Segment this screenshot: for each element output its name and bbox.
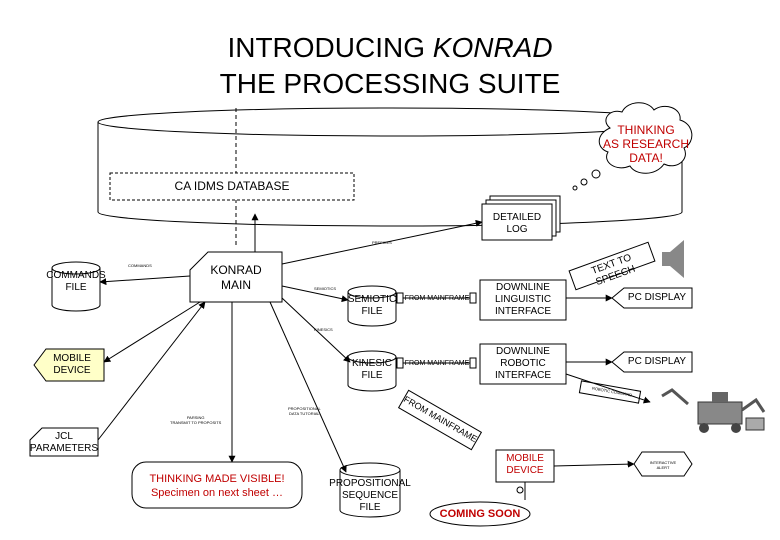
tiny-semiotics: SEMIOTICS: [314, 286, 337, 291]
thinking-visible-label: THINKING MADE VISIBLE!Specimen on next s…: [149, 473, 285, 499]
pc-display-2-label: PC DISPLAY: [627, 356, 687, 367]
coming-soon-ellipse: [429, 501, 531, 527]
kinesic-file-cylinder: [347, 350, 397, 392]
mobile-device-right-box: [495, 449, 555, 483]
database-label: CA IDMS DATABASE: [174, 179, 290, 193]
jcl-card: [29, 427, 99, 457]
from-mainframe-diag-box: [397, 389, 483, 451]
pc-display-2-shape: [611, 351, 693, 373]
pc-display-1-shape: [611, 287, 693, 309]
from-mainframe-2: FROM MAINFRAME: [404, 360, 470, 367]
database-cylinder: [97, 107, 683, 248]
propositional-file-cylinder: [339, 462, 401, 518]
semiotic-file-cylinder: [347, 285, 397, 327]
robot-icon: [661, 388, 766, 433]
thought-cloud: [572, 102, 693, 191]
speaker-icon: [662, 240, 684, 278]
tiny-kinesics: KINESICS: [314, 327, 333, 332]
pc-display-1-label: PC DISPLAY: [627, 292, 687, 303]
tiny-prefixes: PREFIXES: [372, 240, 392, 245]
mobile-device-left-shape: [33, 348, 105, 382]
linguistic-interface-box: [479, 279, 567, 321]
thinking-visible-box: [131, 461, 303, 509]
coming-soon-label: COMING SOON: [439, 508, 521, 520]
tiny-commands: COMMANDS: [128, 263, 152, 268]
interactive-alert-shape: [633, 451, 693, 477]
robotic-interface-box: [479, 343, 567, 385]
commands-file-cylinder: [51, 261, 101, 312]
robotic-command-box: [578, 380, 642, 404]
konrad-main-box: [189, 251, 283, 303]
title-line-1: INTRODUCING KONRAD: [227, 32, 553, 63]
text-to-speech-box: [568, 241, 656, 291]
detailed-log-stack: [481, 195, 561, 241]
title-line-2: THE PROCESSING SUITE: [219, 68, 561, 99]
from-mainframe-1: FROM MAINFRAME: [404, 295, 470, 302]
